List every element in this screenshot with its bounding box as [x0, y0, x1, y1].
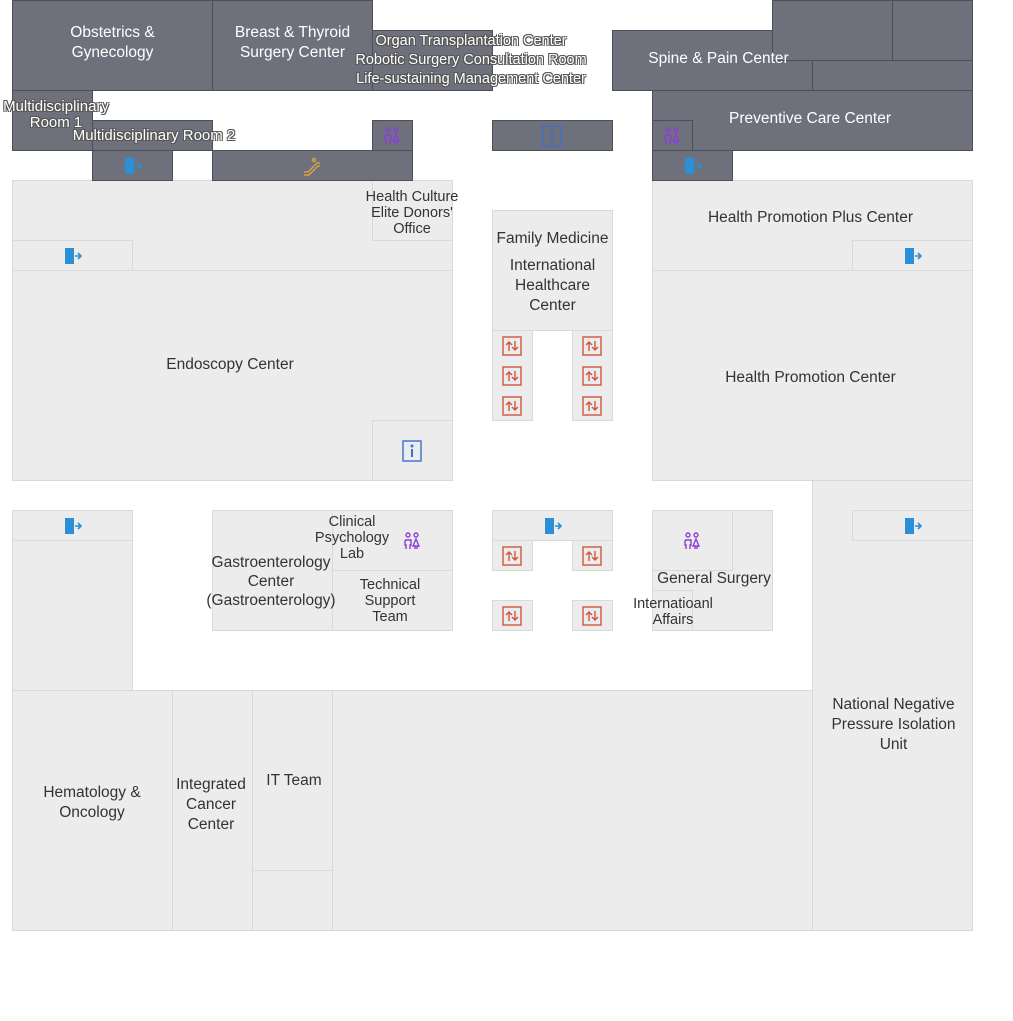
label-it-team: IT Team: [266, 772, 322, 789]
label-health-promotion-plus: Health Promotion Plus Center: [707, 209, 914, 226]
room-multidisciplinary-2[interactable]: [92, 120, 213, 151]
restroom-icon[interactable]: [661, 125, 683, 147]
label-endoscopy: Endoscopy Center: [166, 356, 294, 373]
room-escalator-top: [212, 150, 413, 181]
elevator-icon[interactable]: [581, 545, 603, 567]
room-clinical-psychology[interactable]: [332, 510, 453, 571]
elevator-icon[interactable]: [501, 335, 523, 357]
room-top-right-block: [772, 0, 893, 61]
label-technical-support: Technical Support Team: [359, 577, 421, 625]
elevator-icon[interactable]: [501, 365, 523, 387]
label-obstetrics: Obstetrics & Gynecology: [70, 24, 155, 61]
room-family-medicine[interactable]: [492, 210, 613, 331]
elevator-icon[interactable]: [501, 545, 523, 567]
elevator-cell: [492, 600, 533, 631]
exit-door-icon[interactable]: [681, 155, 703, 177]
room-restroom-top-left: [372, 120, 413, 151]
elevator-cell: [492, 330, 533, 421]
restroom-icon[interactable]: [381, 125, 403, 147]
label-robotic-surgery: Robotic Surgery Consultation Room: [355, 52, 587, 68]
exit-door-icon[interactable]: [901, 245, 923, 267]
elevator-cell: [572, 540, 613, 571]
label-organ-transplant: Organ Transplantation Center: [375, 33, 567, 49]
elevator-icon[interactable]: [581, 335, 603, 357]
label-general-surgery: General Surgery: [657, 570, 771, 587]
label-health-culture: Health Culture Elite Donors' Office: [365, 189, 459, 237]
exit-door-icon[interactable]: [901, 515, 923, 537]
label-life-sustaining: Life-sustaining Management Center: [356, 71, 586, 87]
exit-door-icon[interactable]: [121, 155, 143, 177]
room-international-affairs[interactable]: [652, 590, 693, 631]
room-top-right-step: [812, 60, 973, 91]
label-family-medicine: Family Medicine: [496, 230, 609, 247]
label-health-promotion: Health Promotion Center: [725, 369, 896, 386]
room-technical-support[interactable]: [332, 570, 453, 631]
label-hematology-oncology: Hematology & Oncology: [43, 784, 141, 821]
information-icon[interactable]: [401, 440, 423, 462]
elevator-icon[interactable]: [501, 605, 523, 627]
room-preventive-care[interactable]: [652, 90, 973, 151]
room-it-team[interactable]: [252, 690, 333, 871]
label-clinical-psychology: Clinical Psychology Lab: [314, 514, 390, 562]
escalator-icon[interactable]: [301, 155, 323, 177]
room-national-negative-pressure[interactable]: [812, 480, 973, 931]
label-integrated-cancer: Integrated Cancer Center: [176, 776, 246, 833]
room-multidisciplinary-1[interactable]: [12, 90, 93, 151]
room-restroom-box: [652, 510, 733, 571]
room-organ-transplant[interactable]: [372, 30, 493, 91]
label-multidisciplinary-2: Multidisciplinary Room 2: [72, 127, 236, 144]
restroom-icon[interactable]: [681, 530, 703, 552]
label-international-affairs: Internatioanl Affairs: [633, 596, 713, 628]
label-international-healthcare: International Healthcare Center: [509, 257, 596, 314]
elevator-icon[interactable]: [581, 365, 603, 387]
room-hematology-oncology[interactable]: [12, 690, 173, 931]
room-obstetrics[interactable]: [12, 0, 213, 91]
label-preventive-care: Preventive Care Center: [729, 110, 891, 127]
room-health-culture[interactable]: [372, 180, 453, 241]
room-health-promotion[interactable]: [652, 270, 973, 481]
exit-door-icon[interactable]: [61, 245, 83, 267]
label-national-negative-pressure: National Negative Pressure Isolation Uni…: [831, 696, 956, 753]
label-gastroenterology: Gastroenterology Center (Gastroenterolog…: [206, 554, 336, 609]
elevator-icon[interactable]: [581, 395, 603, 417]
restroom-icon[interactable]: [401, 530, 423, 552]
elevator-cell: [492, 540, 533, 571]
elevator-icon[interactable]: [501, 395, 523, 417]
information-icon[interactable]: [541, 125, 563, 147]
elevator-cell: [572, 330, 613, 421]
room-integrated-cancer[interactable]: [172, 690, 253, 931]
room-below-it: [252, 870, 333, 931]
exit-door-icon[interactable]: [61, 515, 83, 537]
exit-door-icon[interactable]: [541, 515, 563, 537]
label-breast-thyroid: Breast & Thyroid Surgery Center: [234, 24, 351, 61]
label-spine-pain: Spine & Pain Center: [648, 50, 789, 67]
label-multidisciplinary-1: Multidisciplinary Room 1: [3, 98, 109, 131]
elevator-icon[interactable]: [581, 605, 603, 627]
elevator-cell: [572, 600, 613, 631]
